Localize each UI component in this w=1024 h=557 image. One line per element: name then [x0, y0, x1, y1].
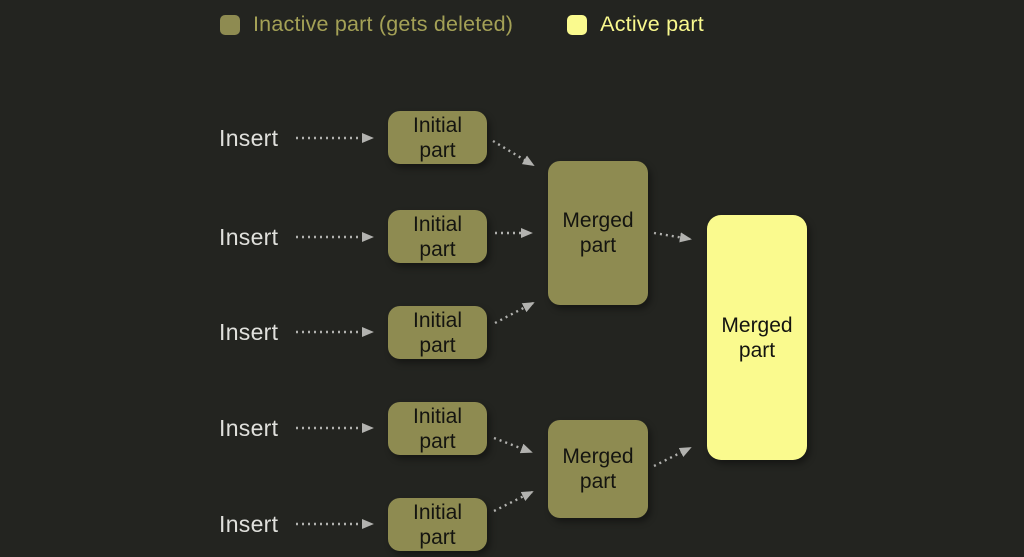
initial-part-label: Initial part	[412, 404, 463, 453]
initial-part-box-5: Initial part	[388, 498, 487, 551]
insert-label-2: Insert	[219, 223, 279, 250]
arrow-merged1-to-final	[653, 231, 692, 243]
merged-part-label: Merged part	[721, 313, 793, 362]
merged-part-box-1: Merged part	[548, 161, 648, 305]
merged-part-label: Merged part	[562, 445, 634, 493]
inactive-part-swatch-icon	[220, 14, 240, 35]
insert-label-4: Insert	[219, 414, 279, 441]
initial-part-label: Initial part	[412, 212, 463, 261]
merged-part-box-2: Merged part	[548, 420, 648, 518]
initial-part-box-3: Initial part	[388, 306, 487, 359]
merged-part-box-final: Merged part	[707, 215, 807, 460]
arrow-initial1-to-merged1	[492, 139, 535, 167]
legend-active-label: Active part	[600, 12, 704, 36]
initial-part-box-2: Initial part	[388, 210, 487, 263]
insert-label-1: Insert	[219, 124, 279, 151]
insert-label-3: Insert	[219, 318, 279, 345]
legend-inactive-label: Inactive part (gets deleted)	[253, 12, 514, 36]
initial-part-label: Initial part	[412, 308, 463, 357]
merged-part-label: Merged part	[562, 209, 634, 257]
initial-part-label: Initial part	[412, 113, 463, 162]
active-part-swatch-icon	[567, 14, 588, 35]
arrow-merged2-to-final	[653, 446, 692, 468]
initial-part-label: Initial part	[412, 500, 463, 549]
legend: Inactive part (gets deleted) Active part	[220, 12, 704, 37]
arrow-initial4-to-merged2	[493, 436, 533, 454]
arrow-initial3-to-merged1	[494, 301, 535, 325]
initial-part-box-1: Initial part	[388, 111, 487, 164]
insert-label-5: Insert	[219, 510, 279, 537]
arrow-initial5-to-merged2	[493, 490, 534, 513]
initial-part-box-4: Initial part	[388, 402, 487, 455]
